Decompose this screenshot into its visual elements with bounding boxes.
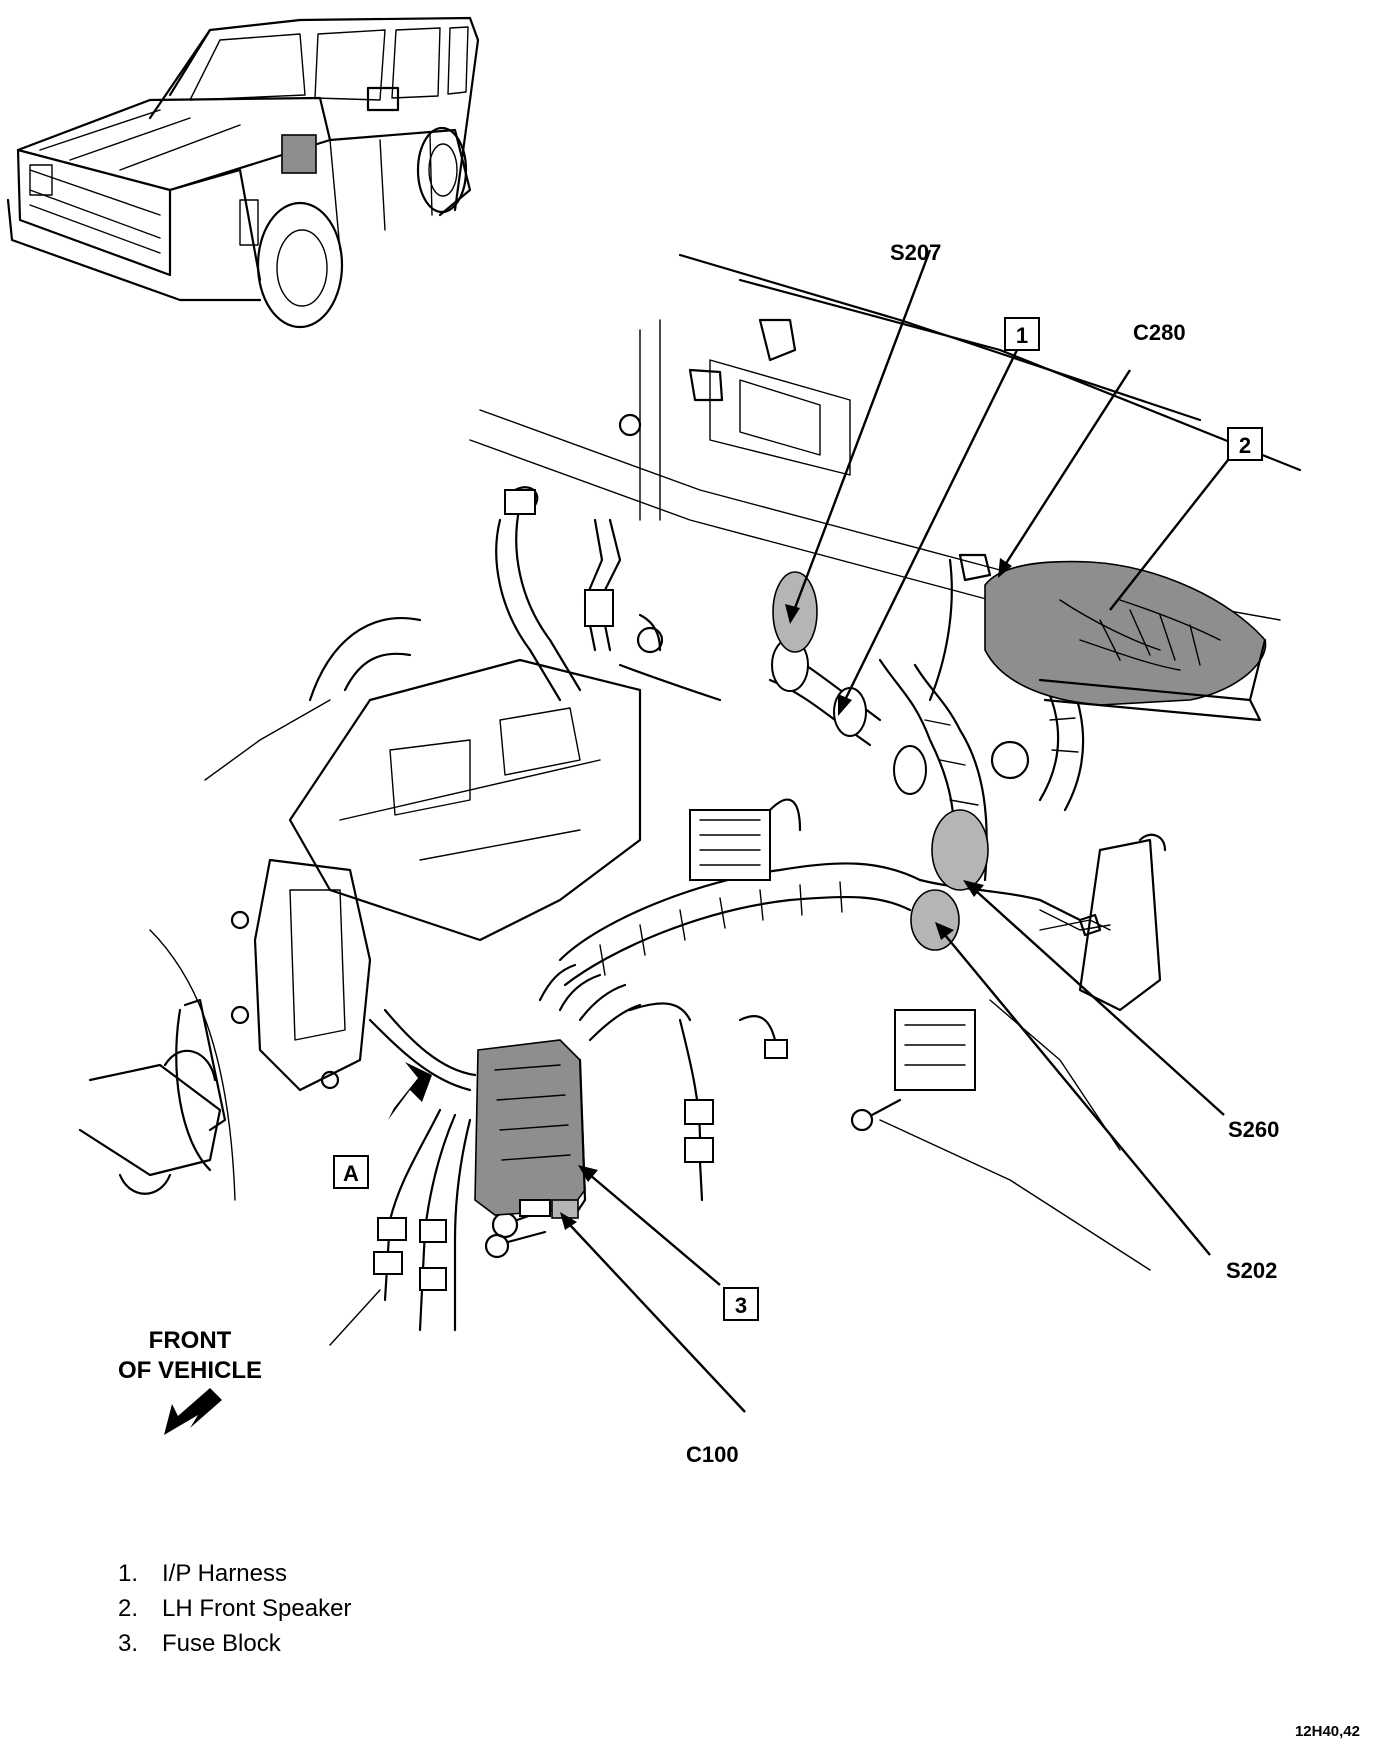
legend-number: 1.: [118, 1560, 139, 1587]
legend-item: 3. Fuse Block: [118, 1626, 351, 1661]
legend-item: 2. LH Front Speaker: [118, 1591, 351, 1626]
front-of-vehicle-arrow: [164, 1388, 222, 1435]
figure-code: 12H40,42: [1294, 1723, 1360, 1740]
legend-item: 1. I/P Harness: [118, 1556, 351, 1591]
box-a: [333, 1155, 369, 1189]
view-a-arrow: [388, 1062, 432, 1120]
box-1: [1004, 317, 1040, 351]
callout-labels: S207 C280 S260 S202 C100 1 2 3 A FRONT O…: [118, 240, 1279, 1467]
leader-lines: [164, 249, 1229, 1435]
legend-text: LH Front Speaker: [162, 1595, 352, 1622]
box-2-label: 2: [1239, 433, 1251, 458]
box-2: [1227, 427, 1263, 461]
callout-s260: S260: [1228, 1117, 1279, 1142]
legend: 1. I/P Harness 2. LH Front Speaker 3. Fuse …: [118, 1556, 351, 1661]
callout-s207: S207: [890, 240, 941, 265]
box-1-label: 1: [1016, 323, 1028, 348]
legend-number: 2.: [118, 1595, 139, 1622]
legend-number: 3.: [118, 1630, 139, 1657]
callout-c280: C280: [1133, 320, 1186, 345]
box-3: [723, 1287, 759, 1321]
callout-c100: C100: [686, 1442, 739, 1467]
splice-s260-shading: [931, 809, 989, 891]
box-3-label: 3: [735, 1293, 747, 1318]
front-of-vehicle-line2: OF VEHICLE: [118, 1357, 262, 1384]
vehicle-locator-illustration: [6, 16, 480, 329]
location-marker: [281, 134, 317, 174]
splice-s202-shading: [910, 889, 960, 951]
legend-text: I/P Harness: [162, 1560, 287, 1587]
front-of-vehicle-line1: FRONT: [149, 1327, 232, 1354]
speaker-shading: [984, 560, 1267, 706]
callout-s202: S202: [1226, 1258, 1277, 1283]
box-a-label: A: [343, 1161, 359, 1186]
harness-illustration: [78, 253, 1302, 1346]
legend-text: Fuse Block: [162, 1630, 281, 1657]
